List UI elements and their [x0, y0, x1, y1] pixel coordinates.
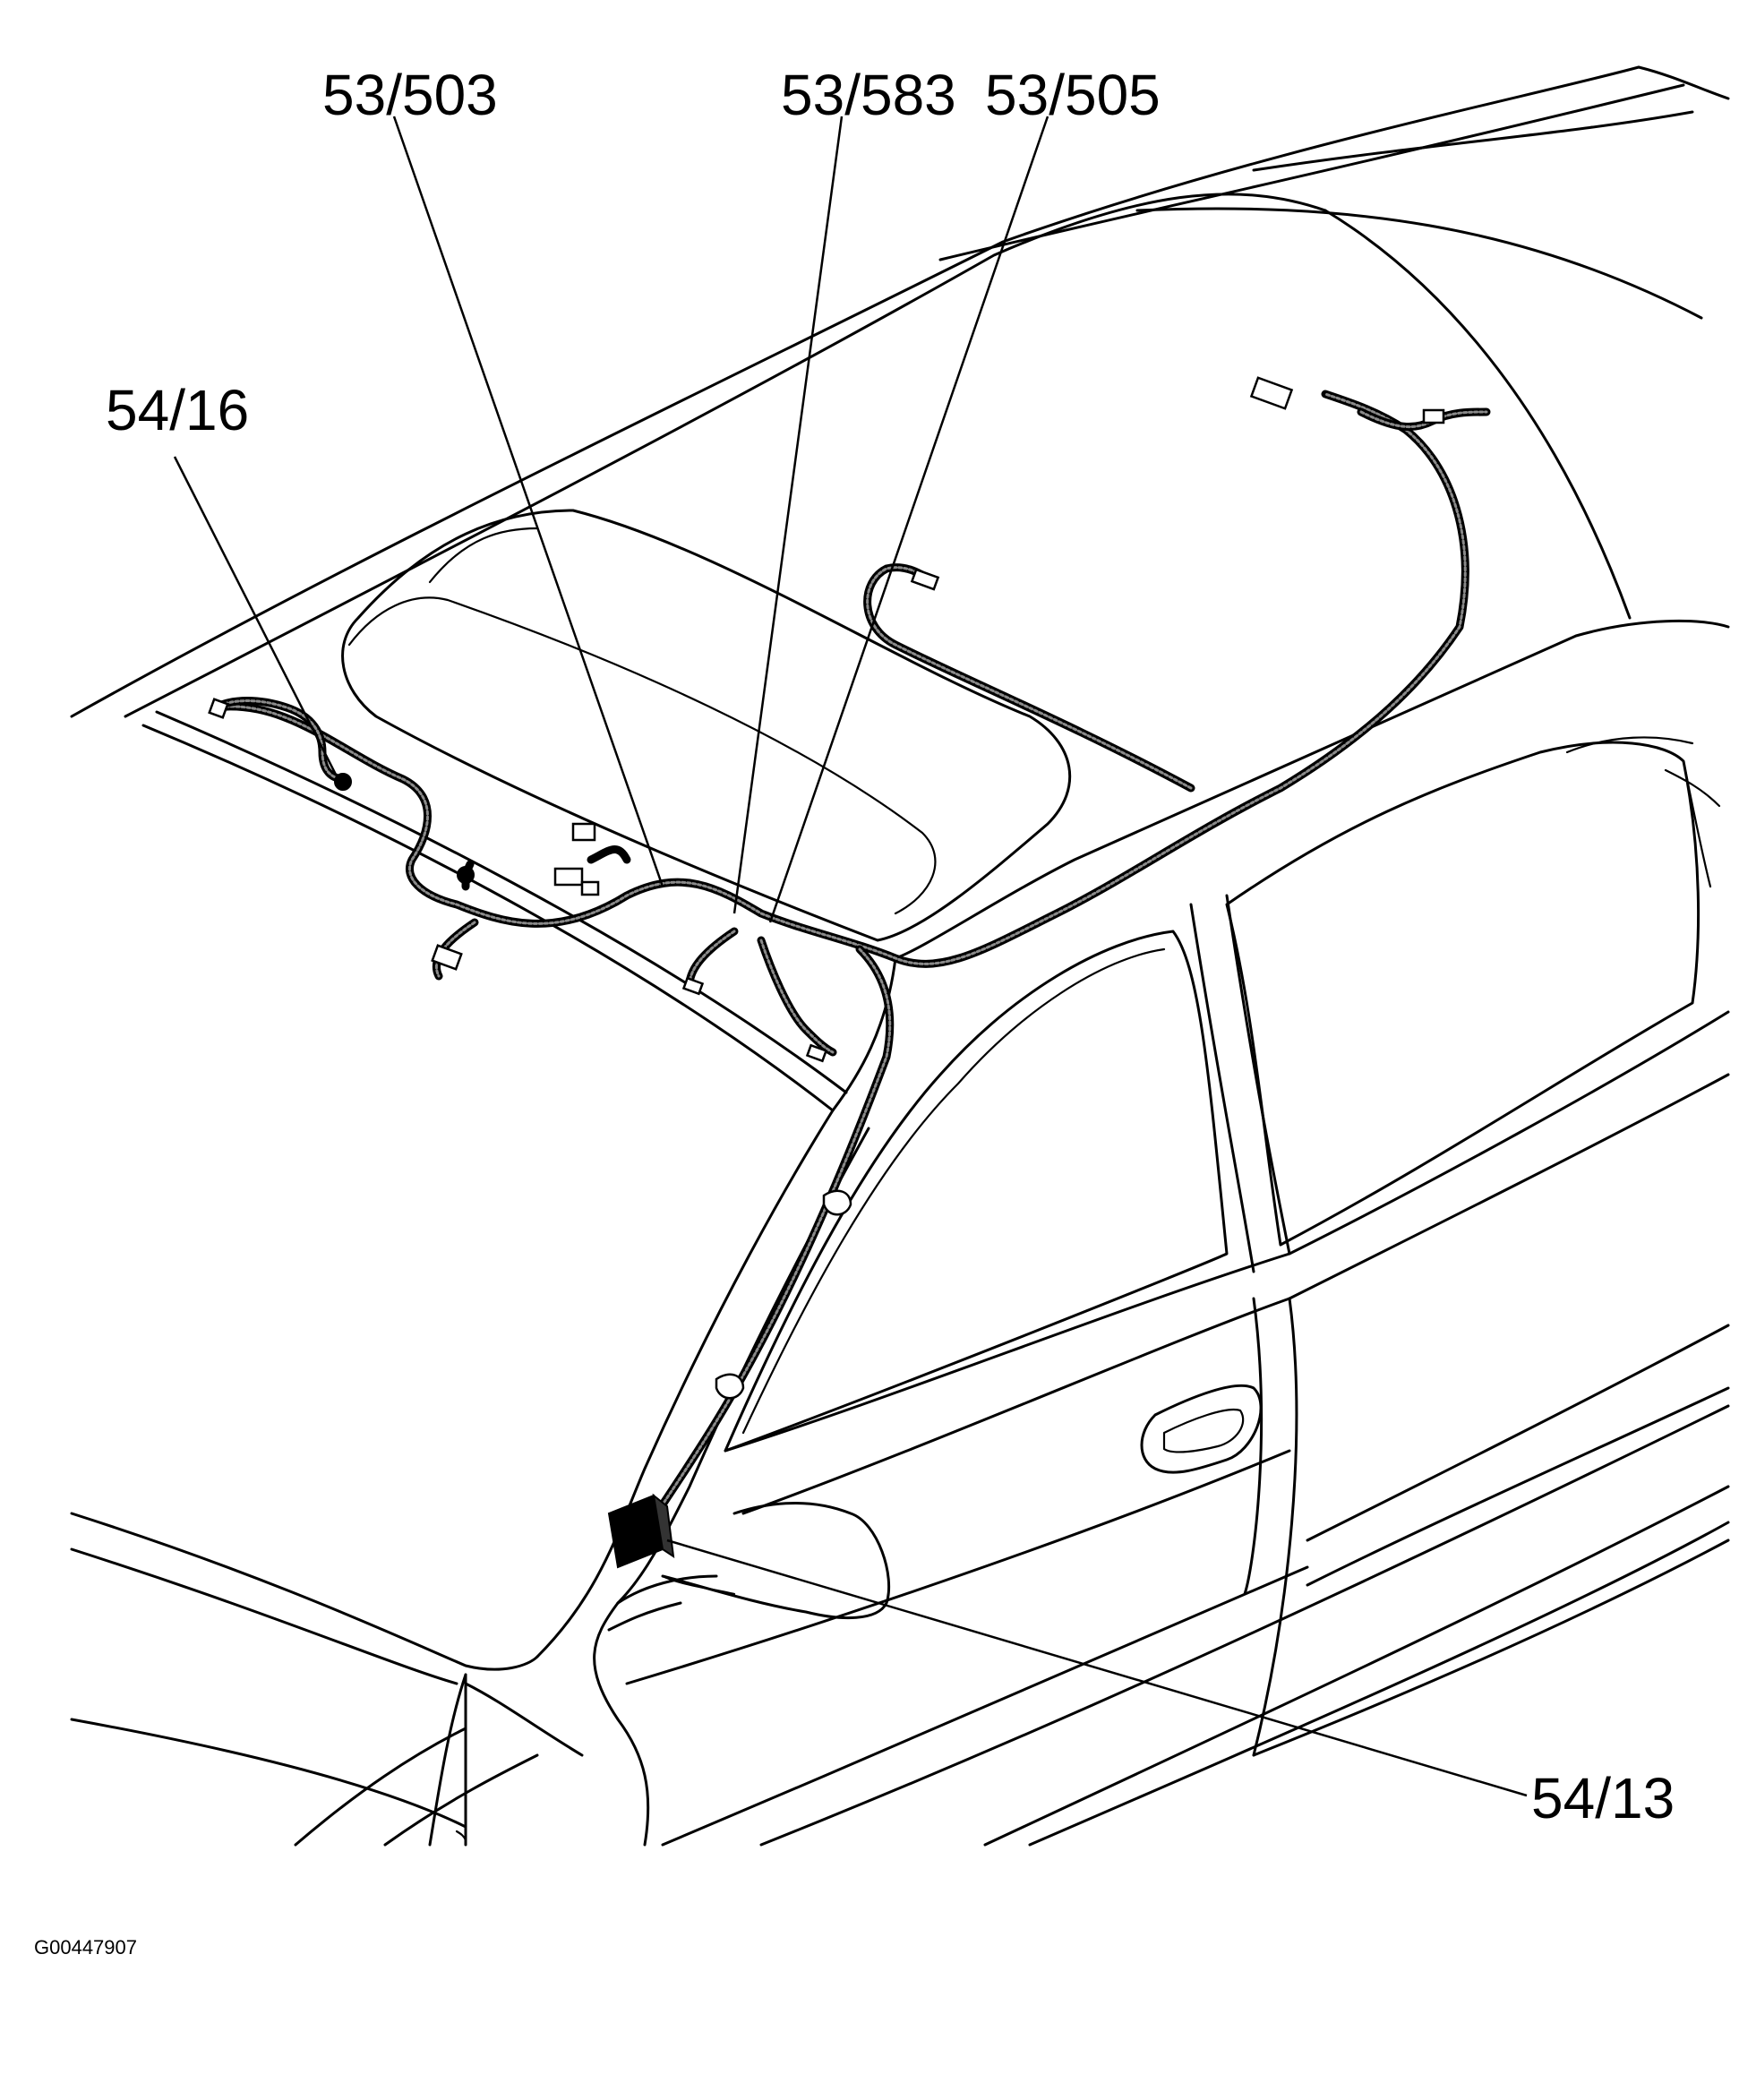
connector-block-e — [681, 976, 705, 996]
leader-53-505 — [768, 116, 1049, 923]
callout-54-16: 54/16 — [106, 378, 249, 442]
leader-53-583 — [732, 116, 844, 914]
leader-54-13 — [666, 1539, 1528, 1797]
clip-lower — [715, 1373, 745, 1400]
connector-block-b — [571, 822, 596, 842]
connector-block-f — [805, 1043, 828, 1063]
figure-id: G00447907 — [34, 1936, 137, 1959]
leader-53-503 — [392, 116, 664, 887]
clip-upper — [822, 1189, 852, 1216]
connector-round-front — [457, 866, 475, 884]
connector-rear-roof-small — [1422, 408, 1445, 424]
callout-53-583: 53/583 — [781, 63, 956, 127]
wiring-harness — [210, 390, 1491, 1509]
car-body-outline — [70, 65, 1730, 1847]
connector-block-c — [553, 867, 584, 887]
connector-rear-roof — [1249, 376, 1294, 410]
callout-54-13: 54/13 — [1531, 1766, 1675, 1830]
callout-labels: 53/503 53/583 53/505 54/16 54/13 — [106, 63, 1675, 1830]
connectors — [208, 376, 1445, 1569]
callout-53-503: 53/503 — [322, 63, 498, 127]
leader-lines — [173, 116, 1528, 1797]
connector-block-d — [580, 880, 600, 896]
connector-54-16 — [334, 773, 352, 791]
connector-front-left — [208, 698, 229, 719]
connector-sunroof — [910, 568, 940, 591]
leader-54-16 — [173, 456, 338, 776]
connector-block-a — [431, 944, 463, 971]
callout-53-505: 53/505 — [985, 63, 1161, 127]
